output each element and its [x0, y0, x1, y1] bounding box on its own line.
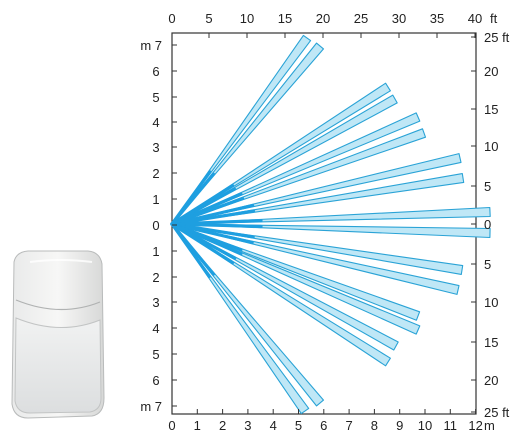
left-tick-label: 0	[152, 218, 159, 233]
top-tick-label: 0	[168, 11, 175, 26]
beam-core	[170, 222, 263, 229]
bottom-tick-label: 0	[168, 418, 175, 433]
bottom-axis-unit: m	[484, 418, 495, 433]
left-tick-label: 4	[152, 321, 159, 336]
top-axis-unit: ft	[490, 11, 498, 26]
top-tick-label: 15	[278, 11, 292, 26]
left-tick-label: 1	[152, 244, 159, 259]
left-tick-label: 3	[152, 295, 159, 310]
right-tick-label: 10	[484, 139, 498, 154]
bottom-tick-label: 8	[371, 418, 378, 433]
bottom-tick-label: 4	[270, 418, 277, 433]
right-tick-label: 10	[484, 295, 498, 310]
right-tick-label: 25 ft	[484, 405, 510, 420]
right-tick-label: 5	[484, 257, 491, 272]
right-tick-label: 0	[484, 217, 491, 232]
motion-detector-image	[11, 250, 105, 419]
top-tick-label: 30	[392, 11, 406, 26]
right-tick-label: 5	[484, 179, 491, 194]
beam-core	[170, 222, 211, 278]
beam-core	[170, 222, 235, 265]
beam-core	[170, 209, 256, 226]
left-tick-label: 6	[152, 373, 159, 388]
bottom-tick-label: 11	[444, 418, 458, 433]
top-tick-label: 40	[468, 11, 482, 26]
beam-core	[170, 172, 215, 226]
top-tick-label: 35	[430, 11, 444, 26]
bottom-tick-label: 3	[244, 418, 251, 433]
bottom-tick-label: 6	[320, 418, 327, 433]
left-tick-label: 3	[152, 140, 159, 155]
beam-core	[170, 222, 254, 245]
top-tick-label: 25	[354, 11, 368, 26]
bottom-tick-label: 10	[418, 418, 432, 433]
left-tick-label: 2	[152, 270, 159, 285]
right-tick-label: 20	[484, 64, 498, 79]
left-tick-label: 1	[152, 192, 159, 207]
bottom-tick-label: 12	[468, 418, 482, 433]
bottom-tick-label: 9	[396, 418, 403, 433]
left-axis-top-label: m 7	[140, 38, 162, 53]
bottom-tick-label: 5	[295, 418, 302, 433]
left-tick-label: 5	[152, 90, 159, 105]
left-tick-label: 5	[152, 347, 159, 362]
bottom-tick-label: 7	[345, 418, 352, 433]
left-tick-label: 4	[152, 115, 159, 130]
left-tick-label: 2	[152, 166, 159, 181]
right-tick-label: 15	[484, 102, 498, 117]
right-tick-label: 20	[484, 373, 498, 388]
bottom-tick-label: 1	[194, 418, 201, 433]
top-tick-label: 10	[240, 11, 254, 26]
bottom-tick-label: 2	[219, 418, 226, 433]
detection-beams	[170, 34, 491, 415]
right-tick-label: 15	[484, 335, 498, 350]
left-tick-label: 6	[152, 64, 159, 79]
left-axis-bottom-label: m 7	[140, 399, 162, 414]
top-tick-label: 5	[205, 11, 212, 26]
top-tick-label: 20	[316, 11, 330, 26]
right-tick-label: 25 ft	[484, 30, 510, 45]
